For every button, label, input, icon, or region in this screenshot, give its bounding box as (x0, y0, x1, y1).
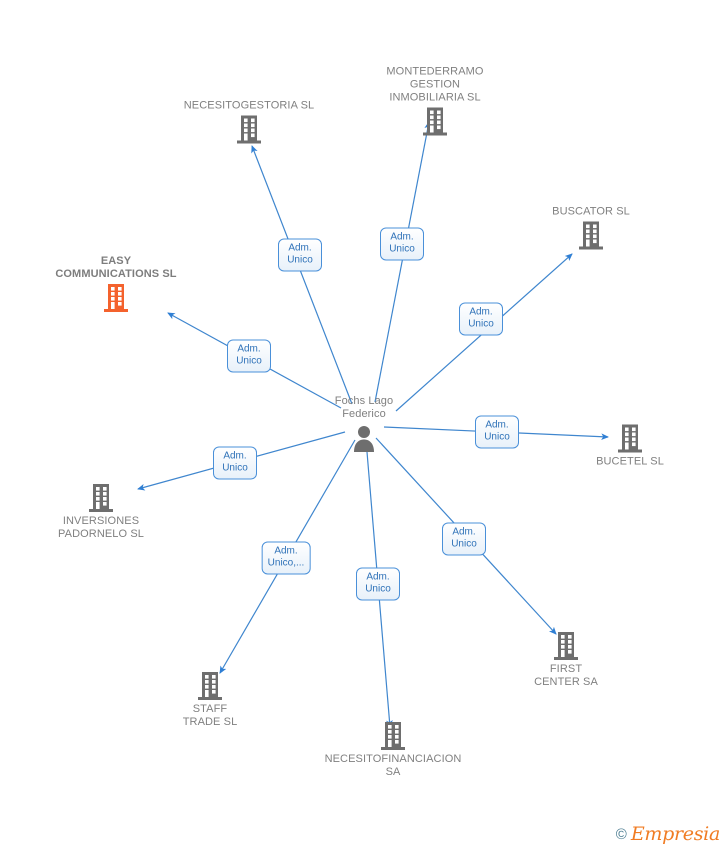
edge-label-necesitofinanciacion-sa[interactable]: Adm. Unico (356, 567, 400, 601)
edge-label-inversiones-padornelo-sl[interactable]: Adm. Unico (213, 446, 257, 480)
brand-name: Empresia (630, 823, 720, 845)
node-label: BUSCATOR SL (552, 205, 630, 218)
building-icon (618, 424, 642, 453)
building-icon (89, 484, 113, 512)
building-icon (104, 284, 128, 312)
graph-node-necesitofinanciacion-sa[interactable]: NECESITOFINANCIACION SA (318, 721, 468, 779)
graph-node-montederramo-gestion-inmobiliaria-sl[interactable]: MONTEDERRAMO GESTION INMOBILIARIA SL (360, 66, 510, 137)
empresia-watermark: © Empresia (615, 823, 721, 845)
building-icon (579, 221, 603, 250)
building-icon (423, 107, 447, 136)
edge-label-montederramo-gestion-inmobiliaria-sl[interactable]: Adm. Unico (380, 227, 424, 261)
graph-node-buscator-sl[interactable]: BUSCATOR SL (516, 206, 666, 251)
node-label: NECESITOGESTORIA SL (183, 99, 315, 112)
edge-label-staff-trade-sl[interactable]: Adm. Unico,... (261, 541, 311, 575)
edge-label-first-center-sa[interactable]: Adm. Unico (442, 522, 486, 556)
node-label: MONTEDERRAMO GESTION INMOBILIARIA SL (386, 65, 484, 104)
graph-node-easy-communications-sl[interactable]: EASY COMMUNICATIONS SL (41, 255, 191, 313)
node-label: NECESITOFINANCIACION SA (324, 753, 462, 778)
graph-node-bucetel-sl[interactable]: BUCETEL SL (555, 424, 705, 469)
edge-label-bucetel-sl[interactable]: Adm. Unico (475, 415, 519, 449)
edge-label-necesitogestoria-sl[interactable]: Adm. Unico (278, 238, 322, 272)
node-label: STAFF TRADE SL (182, 703, 238, 728)
graph-node-necesitogestoria-sl[interactable]: NECESITOGESTORIA SL (174, 100, 324, 145)
graph-node-staff-trade-sl[interactable]: STAFF TRADE SL (135, 671, 285, 729)
node-label: EASY COMMUNICATIONS SL (55, 255, 177, 280)
graph-node-center-person[interactable]: Fochs Lago Federico (289, 395, 439, 453)
edge-label-easy-communications-sl[interactable]: Adm. Unico (227, 339, 271, 373)
node-label: INVERSIONES PADORNELO SL (58, 515, 144, 540)
edge-label-buscator-sl[interactable]: Adm. Unico (459, 302, 503, 336)
node-label: Fochs Lago Federico (334, 395, 394, 420)
building-icon (198, 672, 222, 700)
graph-node-inversiones-padornelo-sl[interactable]: INVERSIONES PADORNELO SL (26, 483, 176, 541)
graph-node-first-center-sa[interactable]: FIRST CENTER SA (491, 631, 641, 689)
node-label: BUCETEL SL (596, 455, 664, 468)
building-icon (381, 722, 405, 750)
copyright-icon: © (615, 826, 627, 843)
building-icon (237, 115, 261, 144)
edge-montederramo (374, 121, 432, 403)
node-label: FIRST CENTER SA (534, 663, 598, 688)
person-icon (354, 426, 374, 452)
building-icon (554, 632, 578, 660)
